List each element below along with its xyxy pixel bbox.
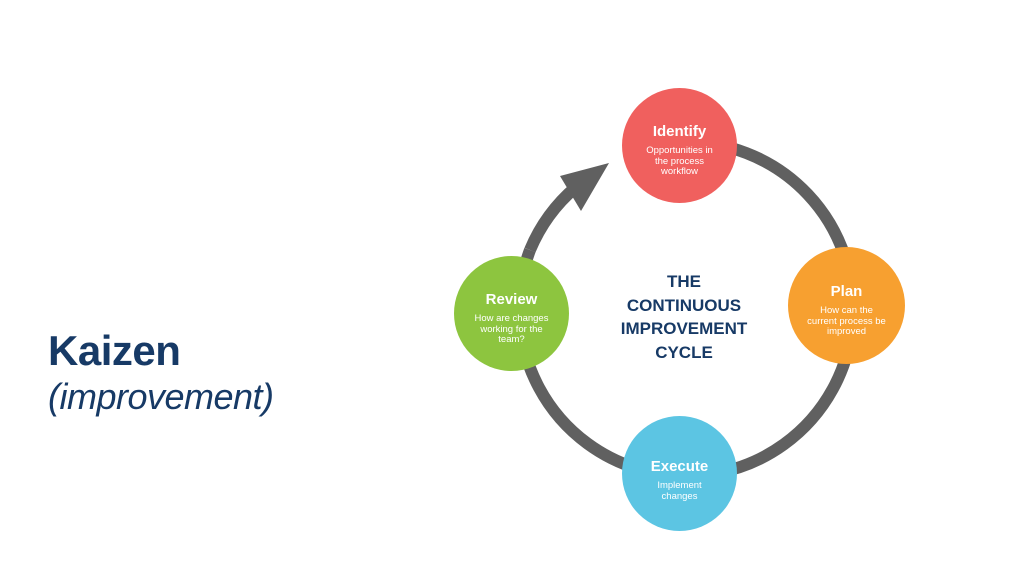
step-execute-description: Implement changes [657,480,702,502]
step-execute: Execute Implement changes [622,416,737,531]
cycle-center-line: CYCLE [655,342,713,362]
step-identify-description: Opportunities in the process workflow [646,145,713,177]
step-execute-title: Execute [650,458,709,475]
step-plan: Plan How can the current process be impr… [788,247,905,364]
cycle-center-line: IMPROVEMENT [620,319,748,338]
cycle-center-line: CONTINUOUS [626,295,742,315]
cycle-ring-arrow-shaft [524,182,580,253]
step-identify: Identify Opportunities in the process wo… [622,88,737,203]
cycle-center-line: THE [667,272,701,291]
step-review-title: Review [485,291,538,308]
step-plan-description: How can the current process be improved [807,305,886,337]
step-plan-title: Plan [830,283,863,300]
step-review: Review How are changes working for the t… [454,256,569,371]
step-review-description: How are changes working for the team? [474,313,549,345]
cycle-ring-arc [513,135,860,482]
cycle-center-label: THE CONTINUOUS IMPROVEMENT CYCLE [584,270,784,364]
slide-subtitle: (improvement) [48,376,274,417]
cycle-arrowhead-icon [560,163,609,211]
step-identify-title: Identify [652,123,707,140]
slide-title: Kaizen [48,327,181,374]
